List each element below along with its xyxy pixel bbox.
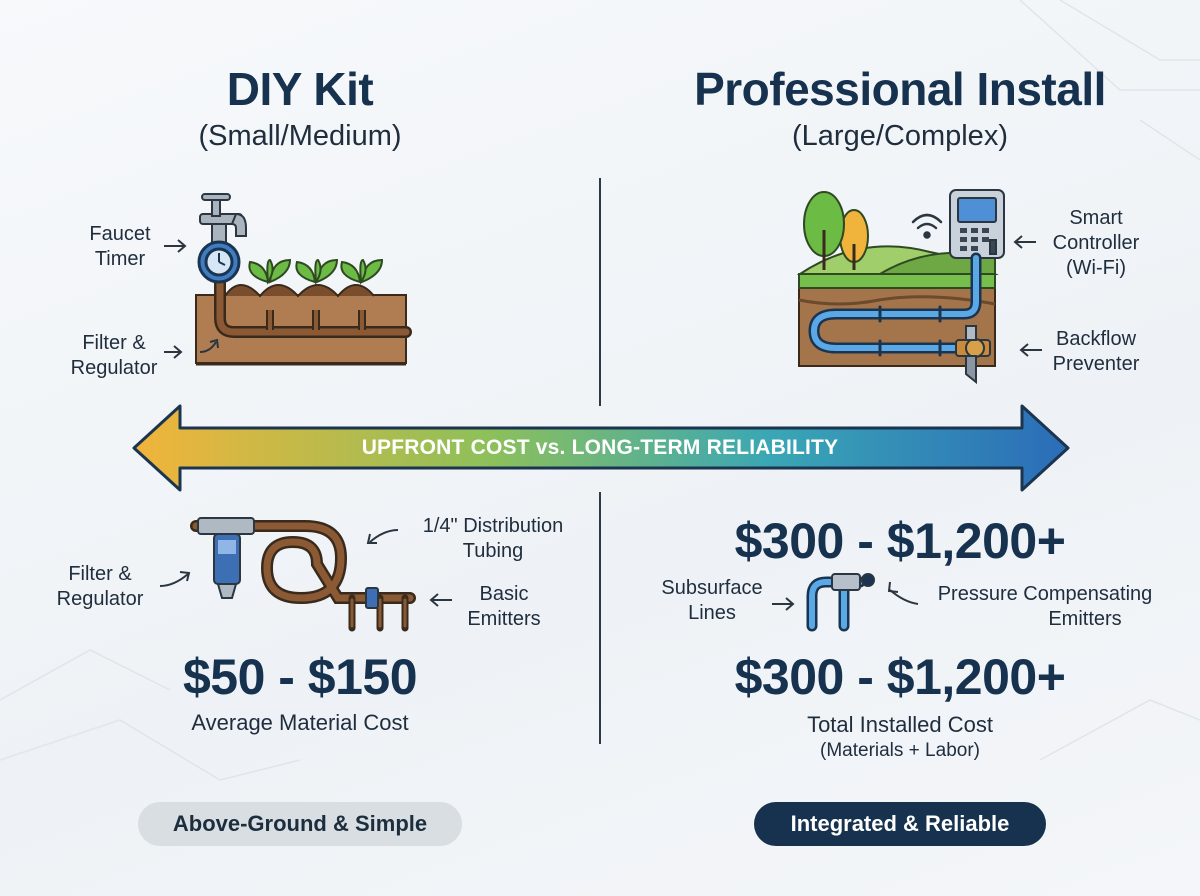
pipe-fitting-icon [365, 587, 379, 609]
subsurface-lines-line1: Subsurface [661, 577, 763, 599]
professional-install-subtitle: (Large/Complex) [792, 120, 1008, 152]
faucet-icon [199, 193, 247, 245]
professional-price-caption-sub: (Materials + Labor) [820, 740, 980, 761]
filter-icon [197, 517, 255, 599]
backflow-valve-icon [955, 325, 991, 385]
backflow-preventer-line1: Backflow [1055, 328, 1137, 350]
wifi-icon [911, 213, 943, 239]
arrow-caption: UPFRONT COST vs. LONG-TERM RELIABILITY [361, 436, 839, 459]
filter-regulator-bottom-line2: Regulator [56, 588, 144, 610]
faucet-timer-label-line1: Faucet [89, 223, 151, 245]
pressure-compensating-label: Pressure Compensating Emitters [920, 582, 1170, 632]
basic-emitters-label: Basic Emitters [456, 582, 552, 632]
diy-kit-title: DIY Kit [226, 63, 374, 115]
diy-price: $50 - $150 [182, 649, 418, 705]
pressure-compensating-line2: Emitters [1048, 608, 1122, 630]
diy-kit-subtitle: (Small/Medium) [198, 120, 402, 152]
smart-controller-line1: Smart [1069, 207, 1123, 229]
smart-controller-line3: (Wi-Fi) [1066, 257, 1126, 279]
professional-install-title: Professional Install [694, 63, 1106, 115]
divider-bottom [599, 492, 601, 744]
filter-regulator-bottom-label: Filter & Regulator [42, 562, 158, 612]
diy-price-caption: Average Material Cost [191, 710, 409, 735]
filter-regulator-top-line1: Filter & [82, 332, 146, 354]
distribution-tubing-line2: Tubing [462, 540, 524, 562]
filter-regulator-bottom-line1: Filter & [68, 563, 132, 585]
backflow-preventer-label: Backflow Preventer [1040, 327, 1152, 377]
professional-price-caption: Total Installed Cost [807, 712, 993, 737]
professional-price: $300 - $1,200+ [734, 649, 1066, 705]
faucet-timer-label: Faucet Timer [70, 222, 170, 272]
pressure-compensating-line1: Pressure Compensating [937, 583, 1153, 605]
faucet-timer-label-line2: Timer [94, 248, 146, 270]
smart-controller-icon [949, 189, 1005, 259]
professional-badge: Integrated & Reliable [754, 802, 1046, 846]
filter-regulator-top-line2: Regulator [70, 357, 158, 379]
basic-emitters-line1: Basic [479, 583, 529, 605]
timer-gauge-icon [197, 240, 241, 284]
subsurface-lines-line2: Lines [688, 602, 736, 624]
tubing-coil-icon [190, 520, 416, 605]
professional-price-top: $300 - $1,200+ [734, 513, 1066, 569]
filter-regulator-top-label: Filter & Regulator [56, 331, 172, 381]
diy-badge: Above-Ground & Simple [138, 802, 462, 846]
distribution-tubing-label: 1/4" Distribution Tubing [398, 514, 588, 564]
smart-controller-label: Smart Controller (Wi-Fi) [1040, 206, 1152, 281]
basic-emitters-line2: Emitters [467, 608, 541, 630]
tree-icon [803, 191, 869, 270]
backflow-preventer-line2: Preventer [1052, 353, 1140, 375]
distribution-tubing-line1: 1/4" Distribution [422, 515, 564, 537]
plant-bed-icon [195, 258, 412, 366]
smart-controller-line2: Controller [1052, 232, 1140, 254]
subsurface-lines-label: Subsurface Lines [650, 576, 774, 626]
divider-top [599, 178, 601, 406]
